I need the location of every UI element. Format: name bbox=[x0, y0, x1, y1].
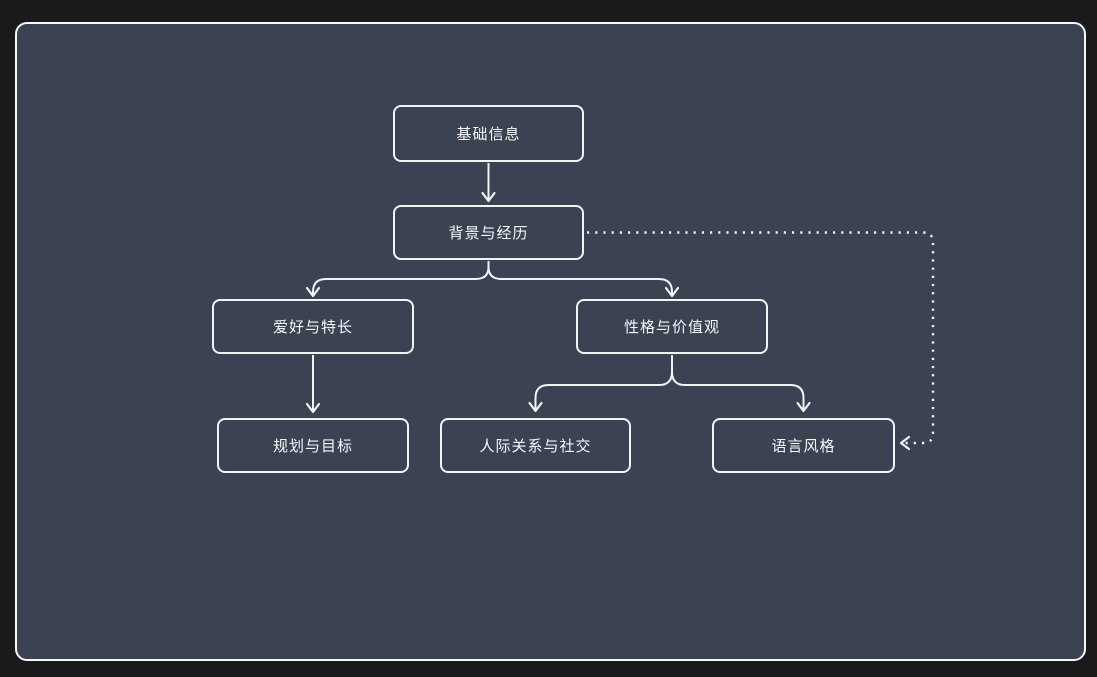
node-plans-goals[interactable]: 规划与目标 bbox=[217, 418, 409, 473]
node-relationships-social-label: 人际关系与社交 bbox=[479, 438, 592, 455]
node-language-style[interactable]: 语言风格 bbox=[712, 418, 895, 473]
node-hobbies-strengths-label: 爱好与特长 bbox=[272, 319, 353, 336]
node-hobbies-strengths[interactable]: 爱好与特长 bbox=[212, 299, 414, 354]
node-basic-info-label: 基础信息 bbox=[456, 126, 521, 143]
node-background-experience[interactable]: 背景与经历 bbox=[393, 205, 584, 260]
node-language-style-label: 语言风格 bbox=[771, 438, 836, 455]
node-relationships-social[interactable]: 人际关系与社交 bbox=[440, 418, 631, 473]
node-personality-values-label: 性格与价值观 bbox=[623, 319, 720, 336]
node-background-experience-label: 背景与经历 bbox=[448, 225, 529, 242]
node-personality-values[interactable]: 性格与价值观 bbox=[576, 299, 768, 354]
node-basic-info[interactable]: 基础信息 bbox=[393, 105, 584, 162]
node-plans-goals-label: 规划与目标 bbox=[272, 438, 353, 455]
